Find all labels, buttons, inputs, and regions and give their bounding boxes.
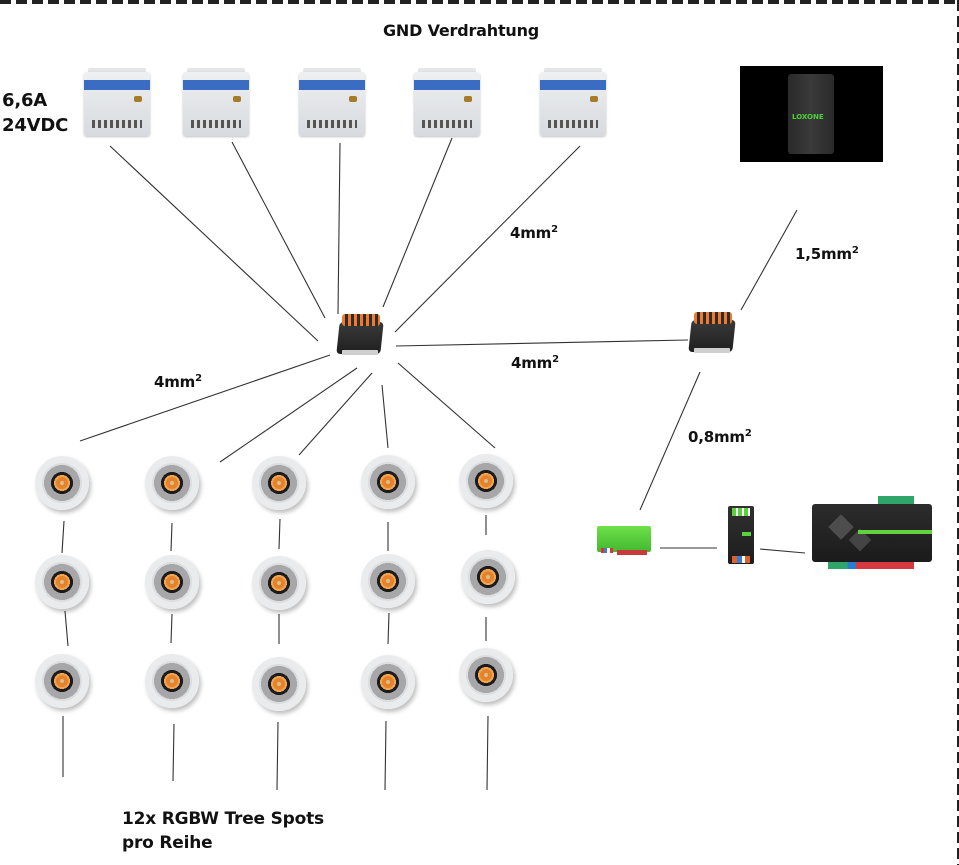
spot-c4-r1 (361, 455, 415, 509)
spot-c2-r2 (145, 555, 199, 609)
wire-psu4-hub (382, 137, 453, 308)
spot-c1-r3 (35, 654, 89, 708)
spots-label-line1: 12x RGBW Tree Spots (122, 809, 324, 829)
wire-hub-col2 (219, 367, 358, 463)
spot-c1-r1 (35, 456, 89, 510)
wire-label-hub-spots: 4mm2 (154, 373, 202, 391)
led-power-supply-2 (181, 68, 251, 140)
spot-c3-r3 (252, 657, 306, 711)
spot-c4-r2 (361, 554, 415, 608)
wago-connector-secondary (688, 310, 736, 354)
psu-voltage-label: 24VDC (2, 115, 69, 136)
diagram-title: GND Verdrahtung (383, 21, 540, 40)
wire-hub-hub2 (395, 339, 689, 347)
wire-label-extension: 0,8mm2 (688, 428, 752, 446)
spot-c2-r1 (145, 456, 199, 510)
psu-current-label: 6,6A (2, 90, 48, 111)
wire-psu5-hub (394, 145, 581, 333)
led-power-supply-3 (297, 68, 367, 140)
led-power-supply-1 (82, 68, 152, 140)
wire-psu1-hub (109, 145, 319, 342)
spot-c5-r2 (461, 550, 515, 604)
wire-loxpsu-hub2 (740, 209, 798, 311)
spot-c5-r3 (459, 648, 513, 702)
led-power-supply-5 (538, 68, 608, 140)
wire-label-psu-hub: 4mm2 (510, 224, 558, 242)
spot-c4-r3 (361, 655, 415, 709)
top-dashed-border (0, 0, 959, 4)
wago-connector-main (336, 312, 384, 356)
spot-c5-r1 (459, 454, 513, 508)
wire-hub-col3 (298, 372, 373, 456)
tree-extension (597, 520, 654, 557)
loxone-power-supply: LOXONE (740, 66, 883, 162)
right-dashed-border (957, 0, 959, 865)
spot-c2-r3 (145, 654, 199, 708)
spot-c3-r2 (252, 556, 306, 610)
led-power-supply-4 (412, 68, 482, 140)
miniserver (812, 496, 934, 571)
wire-hub2-ext (639, 371, 701, 511)
wire-label-hub-hub: 4mm2 (511, 354, 559, 372)
wire-hub-col5 (397, 362, 496, 449)
wire-hub-col4 (381, 384, 389, 449)
spot-c1-r2 (35, 555, 89, 609)
wire-label-loxone-psu: 1,5mm2 (795, 245, 859, 263)
spots-label-line2: pro Reihe (122, 833, 213, 853)
spot-c3-r1 (252, 456, 306, 510)
tree-module (728, 506, 754, 566)
loxone-logo: LOXONE (792, 113, 824, 121)
wire-psu3-hub (337, 142, 341, 315)
wire-tree-ms (759, 548, 806, 554)
wire-psu2-hub (231, 141, 326, 319)
wire-hub-col1 (79, 354, 331, 442)
